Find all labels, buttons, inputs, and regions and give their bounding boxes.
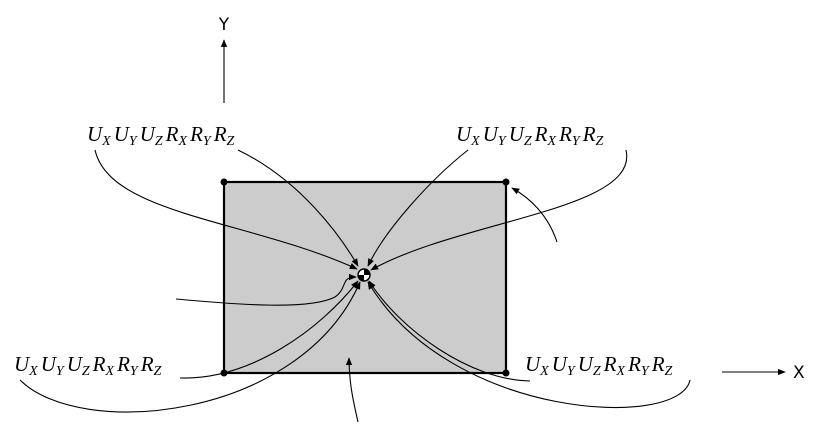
dof-subscript: Z <box>227 134 235 149</box>
dof-subscript: Y <box>572 134 582 149</box>
node-top-right <box>502 178 510 186</box>
dof-subscript: Y <box>641 364 651 379</box>
dof-letter: U <box>140 122 157 146</box>
dof-letter: R <box>603 352 617 376</box>
dof-subscript: Y <box>130 364 140 379</box>
dof-letter: U <box>114 122 131 146</box>
y-axis-label: Y <box>218 15 230 35</box>
pointer-top-right-node <box>511 187 558 243</box>
dof-letter: R <box>213 122 227 146</box>
curve-tl-2 <box>237 149 359 267</box>
dof-subscript: Z <box>665 364 673 379</box>
dof-subscript: Z <box>82 364 90 379</box>
dof-subscript: X <box>105 364 115 379</box>
dof-letter: R <box>92 352 106 376</box>
pointer-bottom-inner <box>345 357 359 423</box>
dof-subscript: X <box>539 364 549 379</box>
dof-letter: U <box>67 352 84 376</box>
dof-letter: U <box>483 122 500 146</box>
dof-letter: R <box>165 122 179 146</box>
dof-subscript: Z <box>155 134 163 149</box>
dof-letter: R <box>140 352 154 376</box>
curve-tr-2 <box>370 149 628 271</box>
dof-subscript: X <box>616 364 626 379</box>
dof-letter: R <box>627 352 641 376</box>
dof-letter: U <box>87 122 104 146</box>
dof-letter: R <box>189 122 203 146</box>
dof-subscript: Y <box>203 134 213 149</box>
dof-subscript: Z <box>596 134 604 149</box>
x-axis-label: X <box>793 363 805 383</box>
dof-subscript: X <box>547 134 557 149</box>
dof-subscript: X <box>28 364 38 379</box>
node-top-left <box>220 178 228 186</box>
dof-letter: U <box>525 352 542 376</box>
curve-bl-1 <box>179 280 359 379</box>
curve-br-1 <box>368 280 531 382</box>
center-reference-point <box>357 268 371 282</box>
dof-letter: R <box>534 122 548 146</box>
dof-subscript: Z <box>524 134 532 149</box>
dof-subscript: X <box>178 134 188 149</box>
dof-letter: R <box>651 352 665 376</box>
dof-letter: U <box>41 352 58 376</box>
dof-letter: R <box>116 352 130 376</box>
dof-subscript: X <box>101 134 111 149</box>
dof-letter: R <box>582 122 596 146</box>
curve-br-2 <box>367 281 691 409</box>
dof-letter: U <box>456 122 473 146</box>
dof-letter: U <box>14 352 31 376</box>
dof-subscript: Y <box>129 134 139 149</box>
dof-subscript: Z <box>154 364 162 379</box>
dof-subscript: Y <box>498 134 508 149</box>
dof-subscript: Y <box>567 364 577 379</box>
curve-tl-1 <box>94 149 358 270</box>
dof-subscript: X <box>470 134 480 149</box>
pointer-left-inner <box>175 273 357 306</box>
dof-letter: R <box>558 122 572 146</box>
curve-tr-1 <box>367 149 469 267</box>
dof-subscript: Y <box>56 364 66 379</box>
dof-letter: U <box>552 352 569 376</box>
dof-subscript: Z <box>593 364 601 379</box>
curve-bl-2 <box>19 281 361 413</box>
dof-letter: U <box>509 122 526 146</box>
dof-letter: U <box>578 352 595 376</box>
node-bottom-right <box>502 369 510 377</box>
